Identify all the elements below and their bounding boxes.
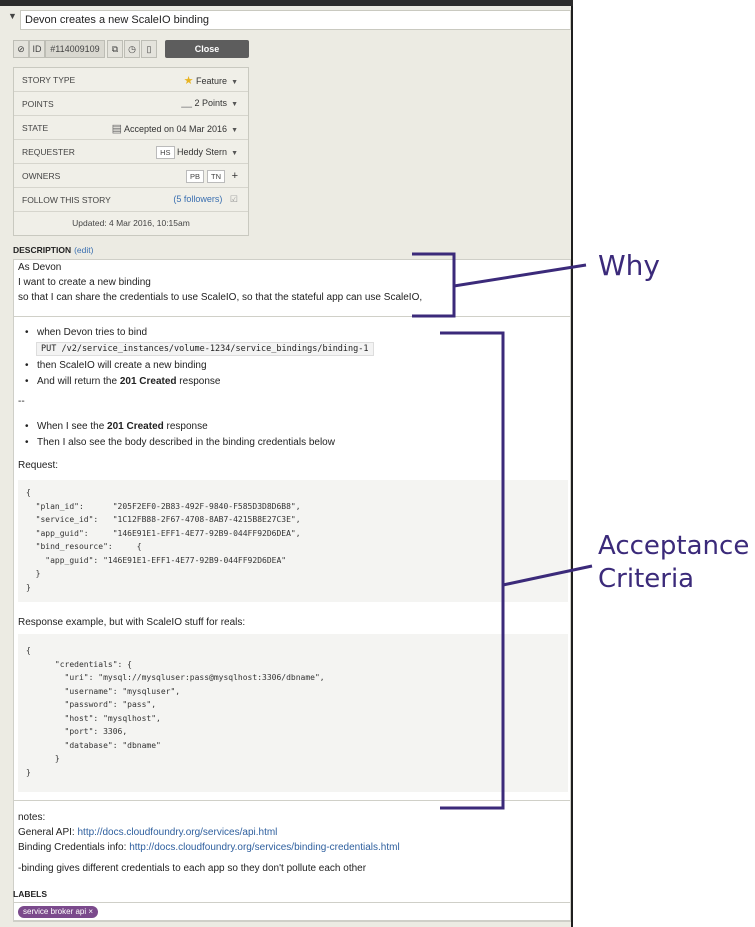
story-type-value[interactable]: ★ Feature▼: [184, 74, 238, 87]
list-item: When I see the 201 Created response: [25, 421, 208, 432]
field-points[interactable]: POINTS ▁▁ 2 Points▼: [14, 92, 248, 116]
request-code-block: { "plan_id": "205F2EF0-2B83-492F-9840-F5…: [18, 480, 568, 602]
story-type-label: STORY TYPE: [22, 75, 76, 85]
list-item: then ScaleIO will create a new binding: [25, 360, 207, 371]
description-section-label: DESCRIPTION(edit): [13, 245, 93, 255]
separator: --: [18, 396, 25, 407]
label-chip-text: service broker api: [23, 907, 87, 916]
chevron-down-icon[interactable]: ▼: [231, 150, 238, 157]
list-item-text: When I see the: [37, 421, 108, 432]
description-label: DESCRIPTION: [13, 245, 72, 255]
follow-value[interactable]: (5 followers) ☑: [173, 194, 238, 205]
general-api-label: General API:: [18, 827, 78, 838]
list-item: when Devon tries to bind: [25, 327, 147, 338]
follow-checkbox[interactable]: ☑: [229, 194, 238, 204]
state-value[interactable]: ▤ Accepted on 04 Mar 2016▼: [112, 122, 238, 135]
request-code: { "plan_id": "205F2EF0-2B83-492F-9840-F5…: [26, 488, 301, 592]
label-chip[interactable]: service broker api ×: [18, 906, 99, 918]
labels-section-label: LABELS: [13, 889, 47, 899]
owner-tag[interactable]: PB: [186, 170, 205, 183]
requester-initials: HS: [156, 146, 175, 159]
chevron-down-icon[interactable]: ▼: [231, 127, 238, 134]
general-api-line: General API: http://docs.cloudfoundry.or…: [18, 827, 277, 838]
list-item-bold: 201 Created: [119, 376, 177, 387]
top-bar: [0, 0, 573, 6]
updated-timestamp: Updated: 4 Mar 2016, 10:15am: [72, 218, 190, 228]
request-label: Request:: [18, 460, 59, 471]
trash-icon[interactable]: ▯: [141, 40, 157, 58]
link-icon[interactable]: ⊘: [13, 40, 29, 58]
follow-label: FOLLOW THIS STORY: [22, 195, 111, 205]
list-item-text: response: [176, 376, 221, 387]
followers-count[interactable]: (5 followers): [173, 194, 223, 204]
requester-label: REQUESTER: [22, 147, 75, 157]
id-label: ID: [29, 40, 45, 58]
story-panel: ▼ Devon creates a new ScaleIO binding ⊘ …: [0, 6, 573, 927]
state-text: Accepted on 04 Mar 2016: [123, 124, 228, 134]
points-text: 2 Points: [194, 98, 228, 108]
description-line: I want to create a new binding: [18, 277, 151, 288]
list-item: And will return the 201 Created response: [25, 376, 221, 387]
field-story-type[interactable]: STORY TYPE ★ Feature▼: [14, 68, 248, 92]
field-follow[interactable]: FOLLOW THIS STORY (5 followers) ☑: [14, 188, 248, 212]
note-line: -binding gives different credentials to …: [18, 863, 367, 874]
response-label: Response example, but with ScaleIO stuff…: [18, 617, 246, 628]
description-box[interactable]: As Devon I want to create a new binding …: [13, 259, 571, 922]
requester-value[interactable]: HS Heddy Stern▼: [153, 146, 238, 159]
calendar-icon[interactable]: ▤: [111, 123, 122, 135]
list-item: Then I also see the body described in th…: [25, 437, 335, 448]
history-icon[interactable]: ◷: [124, 40, 140, 58]
chevron-down-icon[interactable]: ▼: [231, 101, 238, 108]
story-fields: STORY TYPE ★ Feature▼ POINTS ▁▁ 2 Points…: [13, 67, 249, 236]
list-item-text: response: [163, 421, 208, 432]
field-state[interactable]: STATE ▤ Accepted on 04 Mar 2016▼: [14, 116, 248, 140]
binding-info-line: Binding Credentials info: http://docs.cl…: [18, 842, 400, 853]
story-title-input[interactable]: Devon creates a new ScaleIO binding: [20, 10, 571, 30]
owners-label: OWNERS: [22, 171, 61, 181]
divider: [14, 800, 570, 801]
field-requester[interactable]: REQUESTER HS Heddy Stern▼: [14, 140, 248, 164]
description-line: so that I can share the credentials to u…: [18, 292, 423, 303]
description-line: As Devon: [18, 262, 62, 273]
story-type-text: Feature: [196, 76, 228, 86]
chevron-down-icon[interactable]: ▼: [231, 79, 238, 86]
response-code-block: { "credentials": { "uri": "mysql://mysql…: [18, 634, 568, 792]
star-icon: ★: [183, 75, 194, 87]
id-value[interactable]: #114009109: [45, 40, 105, 58]
copy-icon[interactable]: ⧉: [107, 40, 123, 58]
points-bars-icon: ▁▁: [181, 101, 193, 108]
labels-input[interactable]: service broker api ×: [13, 902, 571, 921]
binding-info-link[interactable]: http://docs.cloudfoundry.org/services/bi…: [129, 842, 400, 853]
add-owner-button[interactable]: +: [231, 170, 238, 182]
response-code: { "credentials": { "uri": "mysql://mysql…: [26, 646, 325, 777]
general-api-link[interactable]: http://docs.cloudfoundry.org/services/ap…: [77, 827, 278, 838]
list-item-text: And will return the: [37, 376, 120, 387]
requester-text: Heddy Stern: [177, 147, 228, 157]
points-label: POINTS: [22, 99, 54, 109]
close-button[interactable]: Close: [165, 40, 249, 58]
binding-info-label: Binding Credentials info:: [18, 842, 130, 853]
divider: [14, 316, 570, 317]
collapse-arrow-icon[interactable]: ▼: [8, 11, 17, 21]
state-label: STATE: [22, 123, 49, 133]
list-item-bold: 201 Created: [107, 421, 164, 432]
story-title-row: ▼ Devon creates a new ScaleIO binding: [6, 10, 571, 32]
acceptance-annotation: Acceptance: [598, 531, 750, 561]
put-code: PUT /v2/service_instances/volume-1234/se…: [36, 342, 374, 356]
criteria-annotation: Criteria: [598, 564, 695, 594]
notes-label: notes:: [18, 812, 46, 823]
why-annotation: Why: [598, 249, 661, 282]
remove-label-icon[interactable]: ×: [88, 907, 94, 916]
description-edit-link[interactable]: (edit): [74, 245, 94, 255]
points-value[interactable]: ▁▁ 2 Points▼: [181, 98, 238, 108]
owner-tag[interactable]: TN: [207, 170, 226, 183]
